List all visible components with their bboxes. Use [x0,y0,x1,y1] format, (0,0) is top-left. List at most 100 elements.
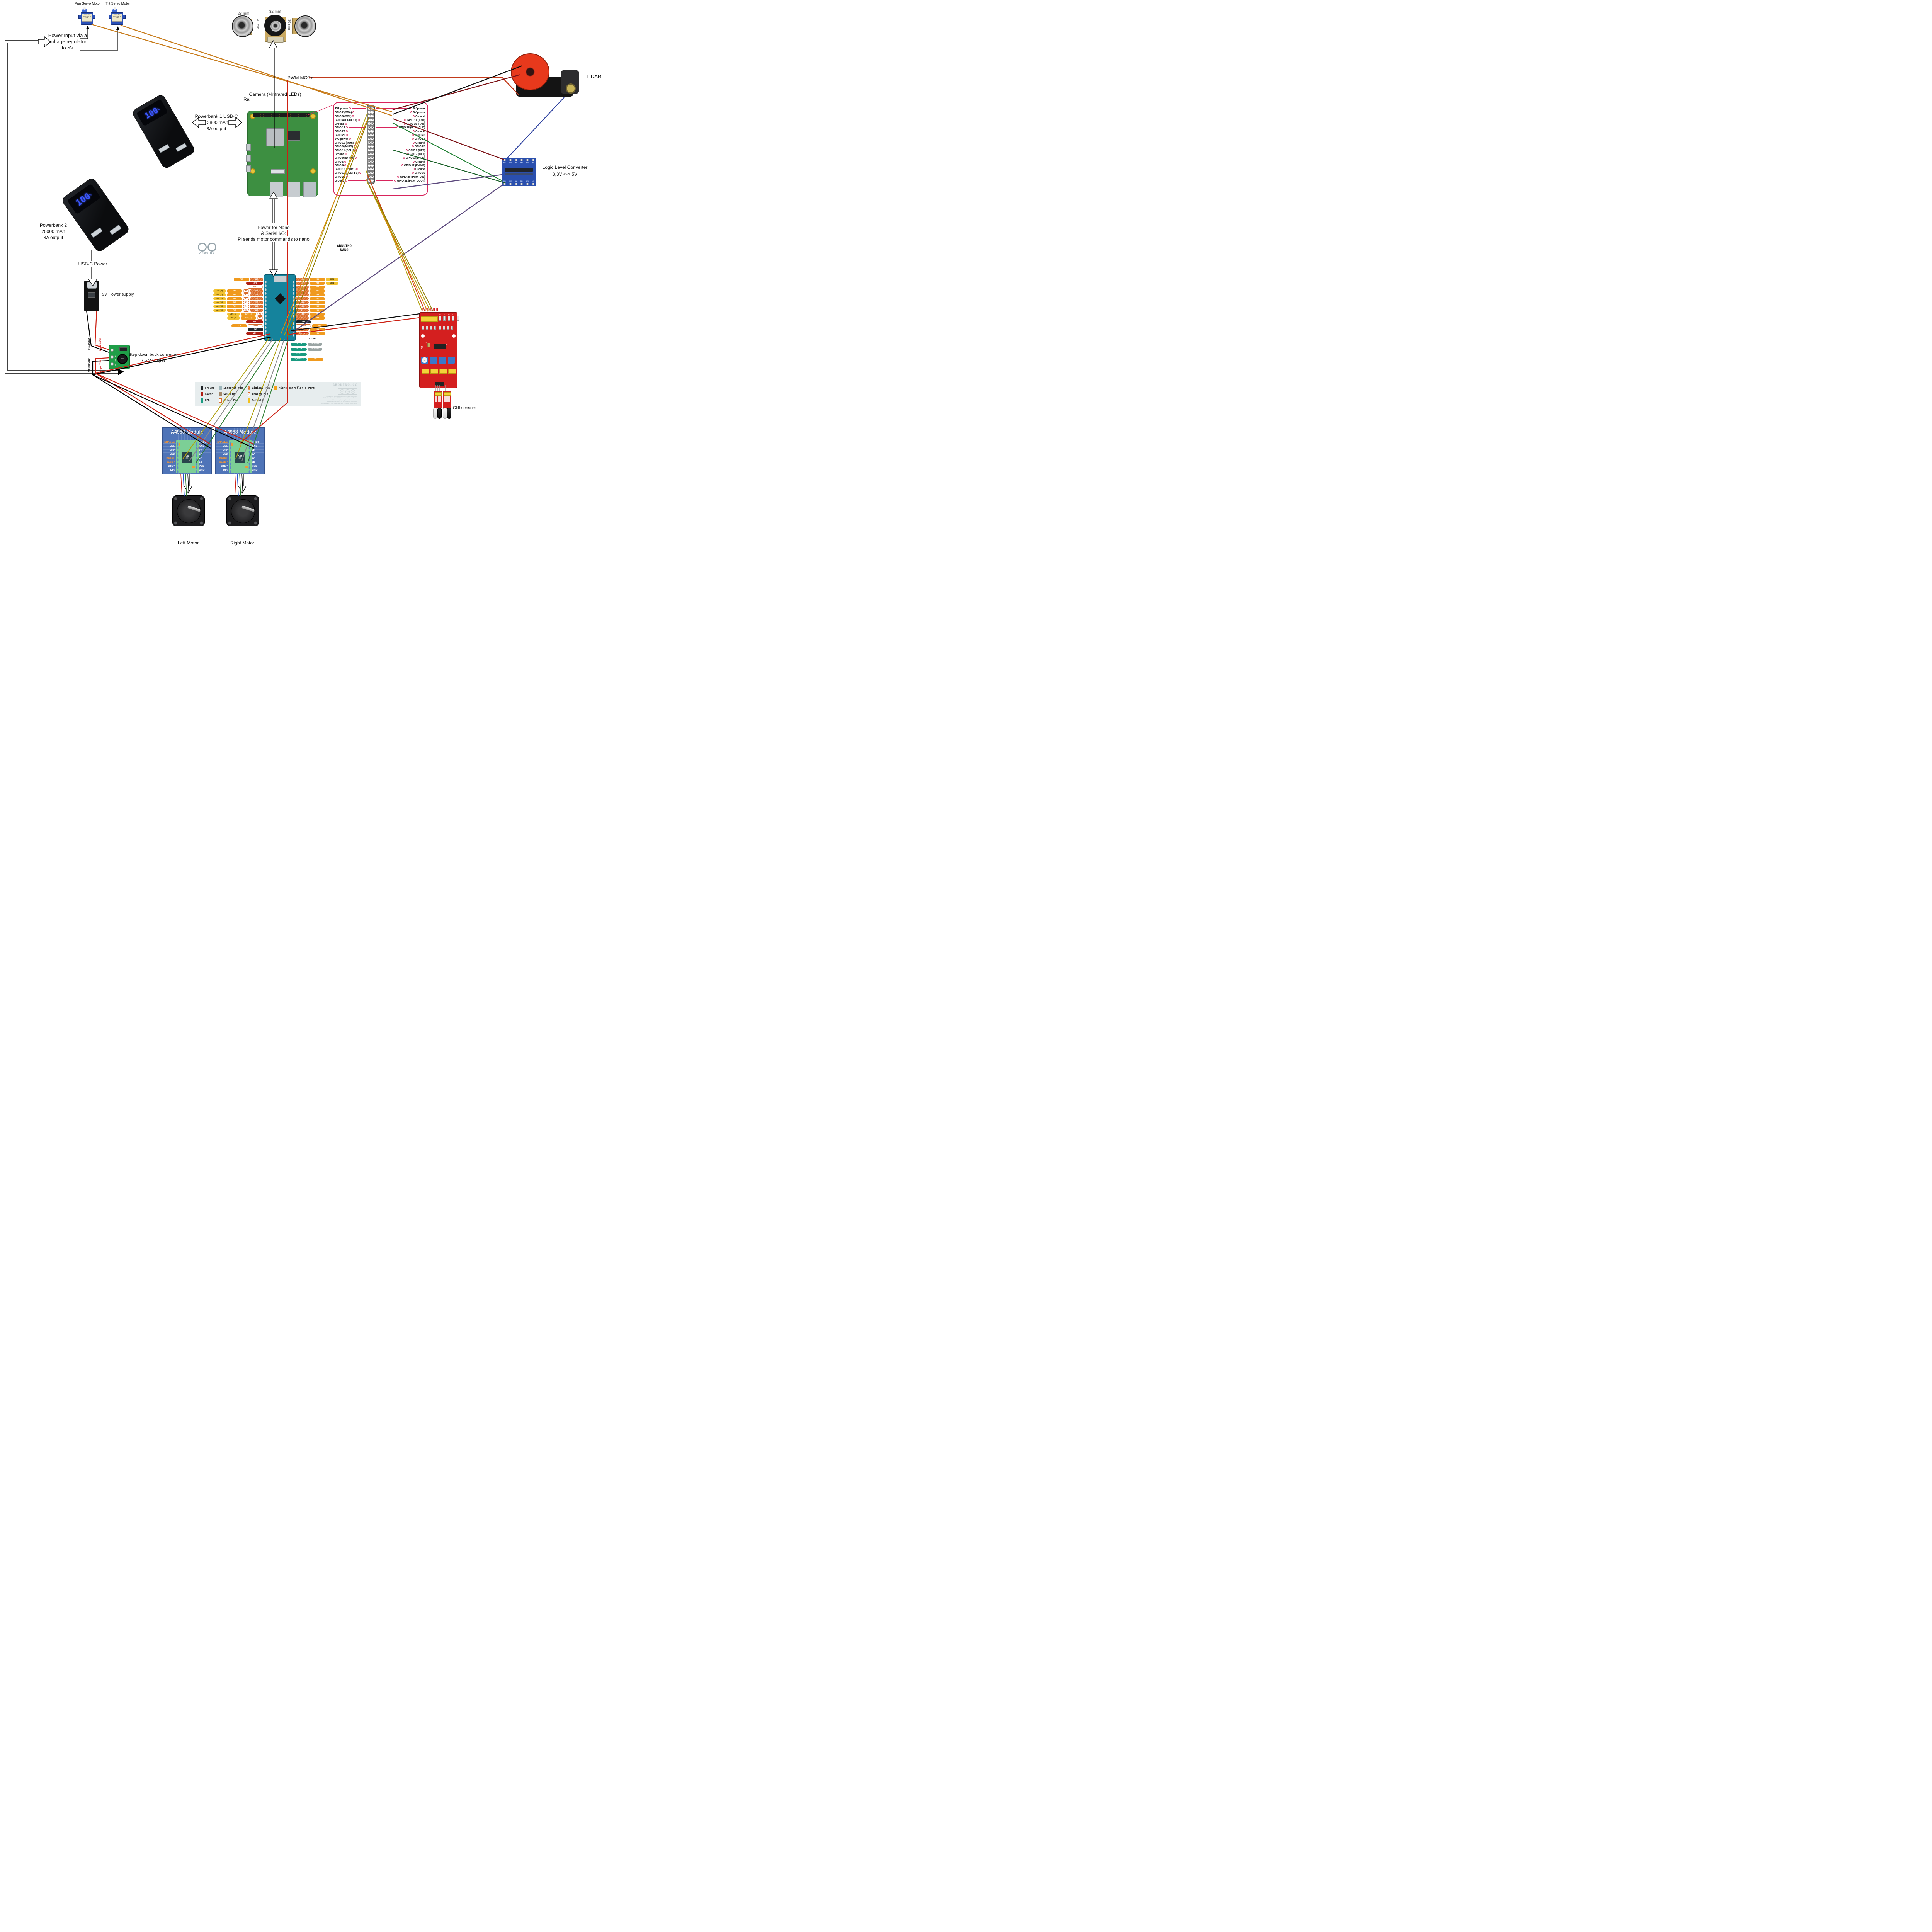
legend-swatch [247,398,250,403]
ir-led-body [447,316,450,321]
gpio-pin-dot [410,111,413,114]
pin-pill: PB2 [310,286,325,289]
gpio-pin-number: 13 [368,130,371,133]
gpio-pin-dot [346,175,348,178]
gpio-pin-number: 35 [368,172,371,174]
nano-pin-row: ADC[7]ADC[7]A7 [191,316,263,320]
pin-pill: PD5 [310,305,325,308]
gpio-pin-dot [404,119,406,121]
gpio-pin-number: 30 [371,160,374,163]
camera-center-lens [270,20,282,32]
a4988-chip-text: 88 [185,457,189,460]
legend-label: Analog Pin [252,393,269,396]
ir-pin-label: IN3 [433,308,435,311]
pi-ethernet-port [303,182,316,197]
nano-pin-row: VIN [191,332,263,335]
nano-pin-row: AREF [191,285,263,289]
gpio-pin-number: 33 [368,168,371,170]
power-input-note-1: Power Input via a [48,32,87,38]
gpio-right-row: Ground [376,114,425,118]
nano-pin-row: GND [296,320,365,324]
pi-csi-connector [271,169,285,174]
servo-brand: Tower Pro [114,14,120,15]
gpio-pin-label: GPIO 5 [335,160,344,163]
legend-swatch [274,386,277,390]
llc-pin-label: HV [515,162,517,163]
gpio-left-row: GPIO 27 [335,129,366,133]
gpio-pin-dot [352,115,354,117]
pin-pill: PB3 [310,282,325,285]
cliff-sensors-label: Cliff sensors [453,406,476,410]
a4988-pin-label: MS2 [222,449,228,452]
powerbank2-label-1: Powerbank 2 [39,223,67,228]
buck-input-gnd-label: Inaut GND [88,338,90,350]
ir-pin-label: IN2 [430,308,432,311]
gpio-pin-number: 9 [368,122,371,125]
cc-by-sa-badge: CC BY SA [338,388,357,395]
pin-pill: RESET [248,324,263,327]
gpio-pin-label: GPIO 23 [415,133,425,137]
gpio-pin-label: GPIO 15 (RXD) [406,122,425,126]
pin-pill: A0 [243,289,249,293]
gpio-pin-dot [412,168,415,170]
pin-pill: GND [248,328,263,331]
wiring-diagram-canvas: Pan Servo Motor Tilt Servo Motor Tower P… [0,0,603,546]
gpio-right-row: GPIO 8 (CE0) [376,148,425,152]
cliff-ir-emitter [433,408,437,419]
gpio-pin-dot [356,168,359,170]
pin-pill: PC6 [312,324,327,327]
psu-ic [88,292,95,298]
gpio-pin-number: 2 [371,107,374,110]
a4988-pin-label: 1A [199,457,202,460]
pin-pill: ADC[0] [213,289,226,293]
usbc-power-label: USB-C Power [77,261,108,267]
camera-32mm-label: 32 mm [269,10,281,14]
gpio-pin-dot [357,119,360,121]
llc-resistors [505,173,533,175]
a4988-pin-label: 2A [199,452,202,456]
ir-led-row: D1 D2 D3 D4 D5 [439,314,459,321]
power-input-note-3: to 5V [61,45,74,51]
gpio-pin-label: GPIO 26 [335,175,345,179]
nano-note-2: & Serial I/O: [261,231,286,236]
wire-pwm-mot [309,77,520,96]
gpio-right-row: Ground [376,160,425,163]
pin-pill: +5V [246,320,263,323]
llc-pin-label: HV1 [503,162,506,163]
ir-led: D3 [447,314,450,321]
gpio-right-row: GPIO 23 [376,133,425,137]
gpio-right-row: GPIO 25 [376,145,425,148]
psu-9v-board [84,281,99,311]
legend-swatch [219,392,222,396]
ir-led-label: D2 [444,314,446,316]
camera-left-lens [232,15,253,37]
ir-u1-label: U1 [446,344,448,345]
a4988-pin-label: DIR [223,469,228,472]
legend-swatch [201,398,203,403]
buck-converter-board: 100 VI GND VO [109,345,130,369]
ir-led-body [439,316,441,321]
nano-ft-row: Power [291,352,345,357]
gpio-header-row: 39 40 [367,179,374,182]
gpio-pin-label: GPIO 2 (SDA) [335,111,352,114]
pin-pill: PC2 [227,297,242,300]
a4988-pin-label: VDD [252,464,257,468]
gpio-pin-dot [344,164,347,167]
legend-item: Internal Pin [219,385,243,391]
gpio-left-row: GPIO 3 (SCL) [335,114,366,118]
pi-hdmi-port [246,155,251,162]
gpio-pin-number: 31 [368,164,371,167]
pin-pill: D16 [250,297,263,300]
pin-pill: 22-CBUS1 [308,342,322,346]
gpio-pin-number: 6 [371,115,374,117]
